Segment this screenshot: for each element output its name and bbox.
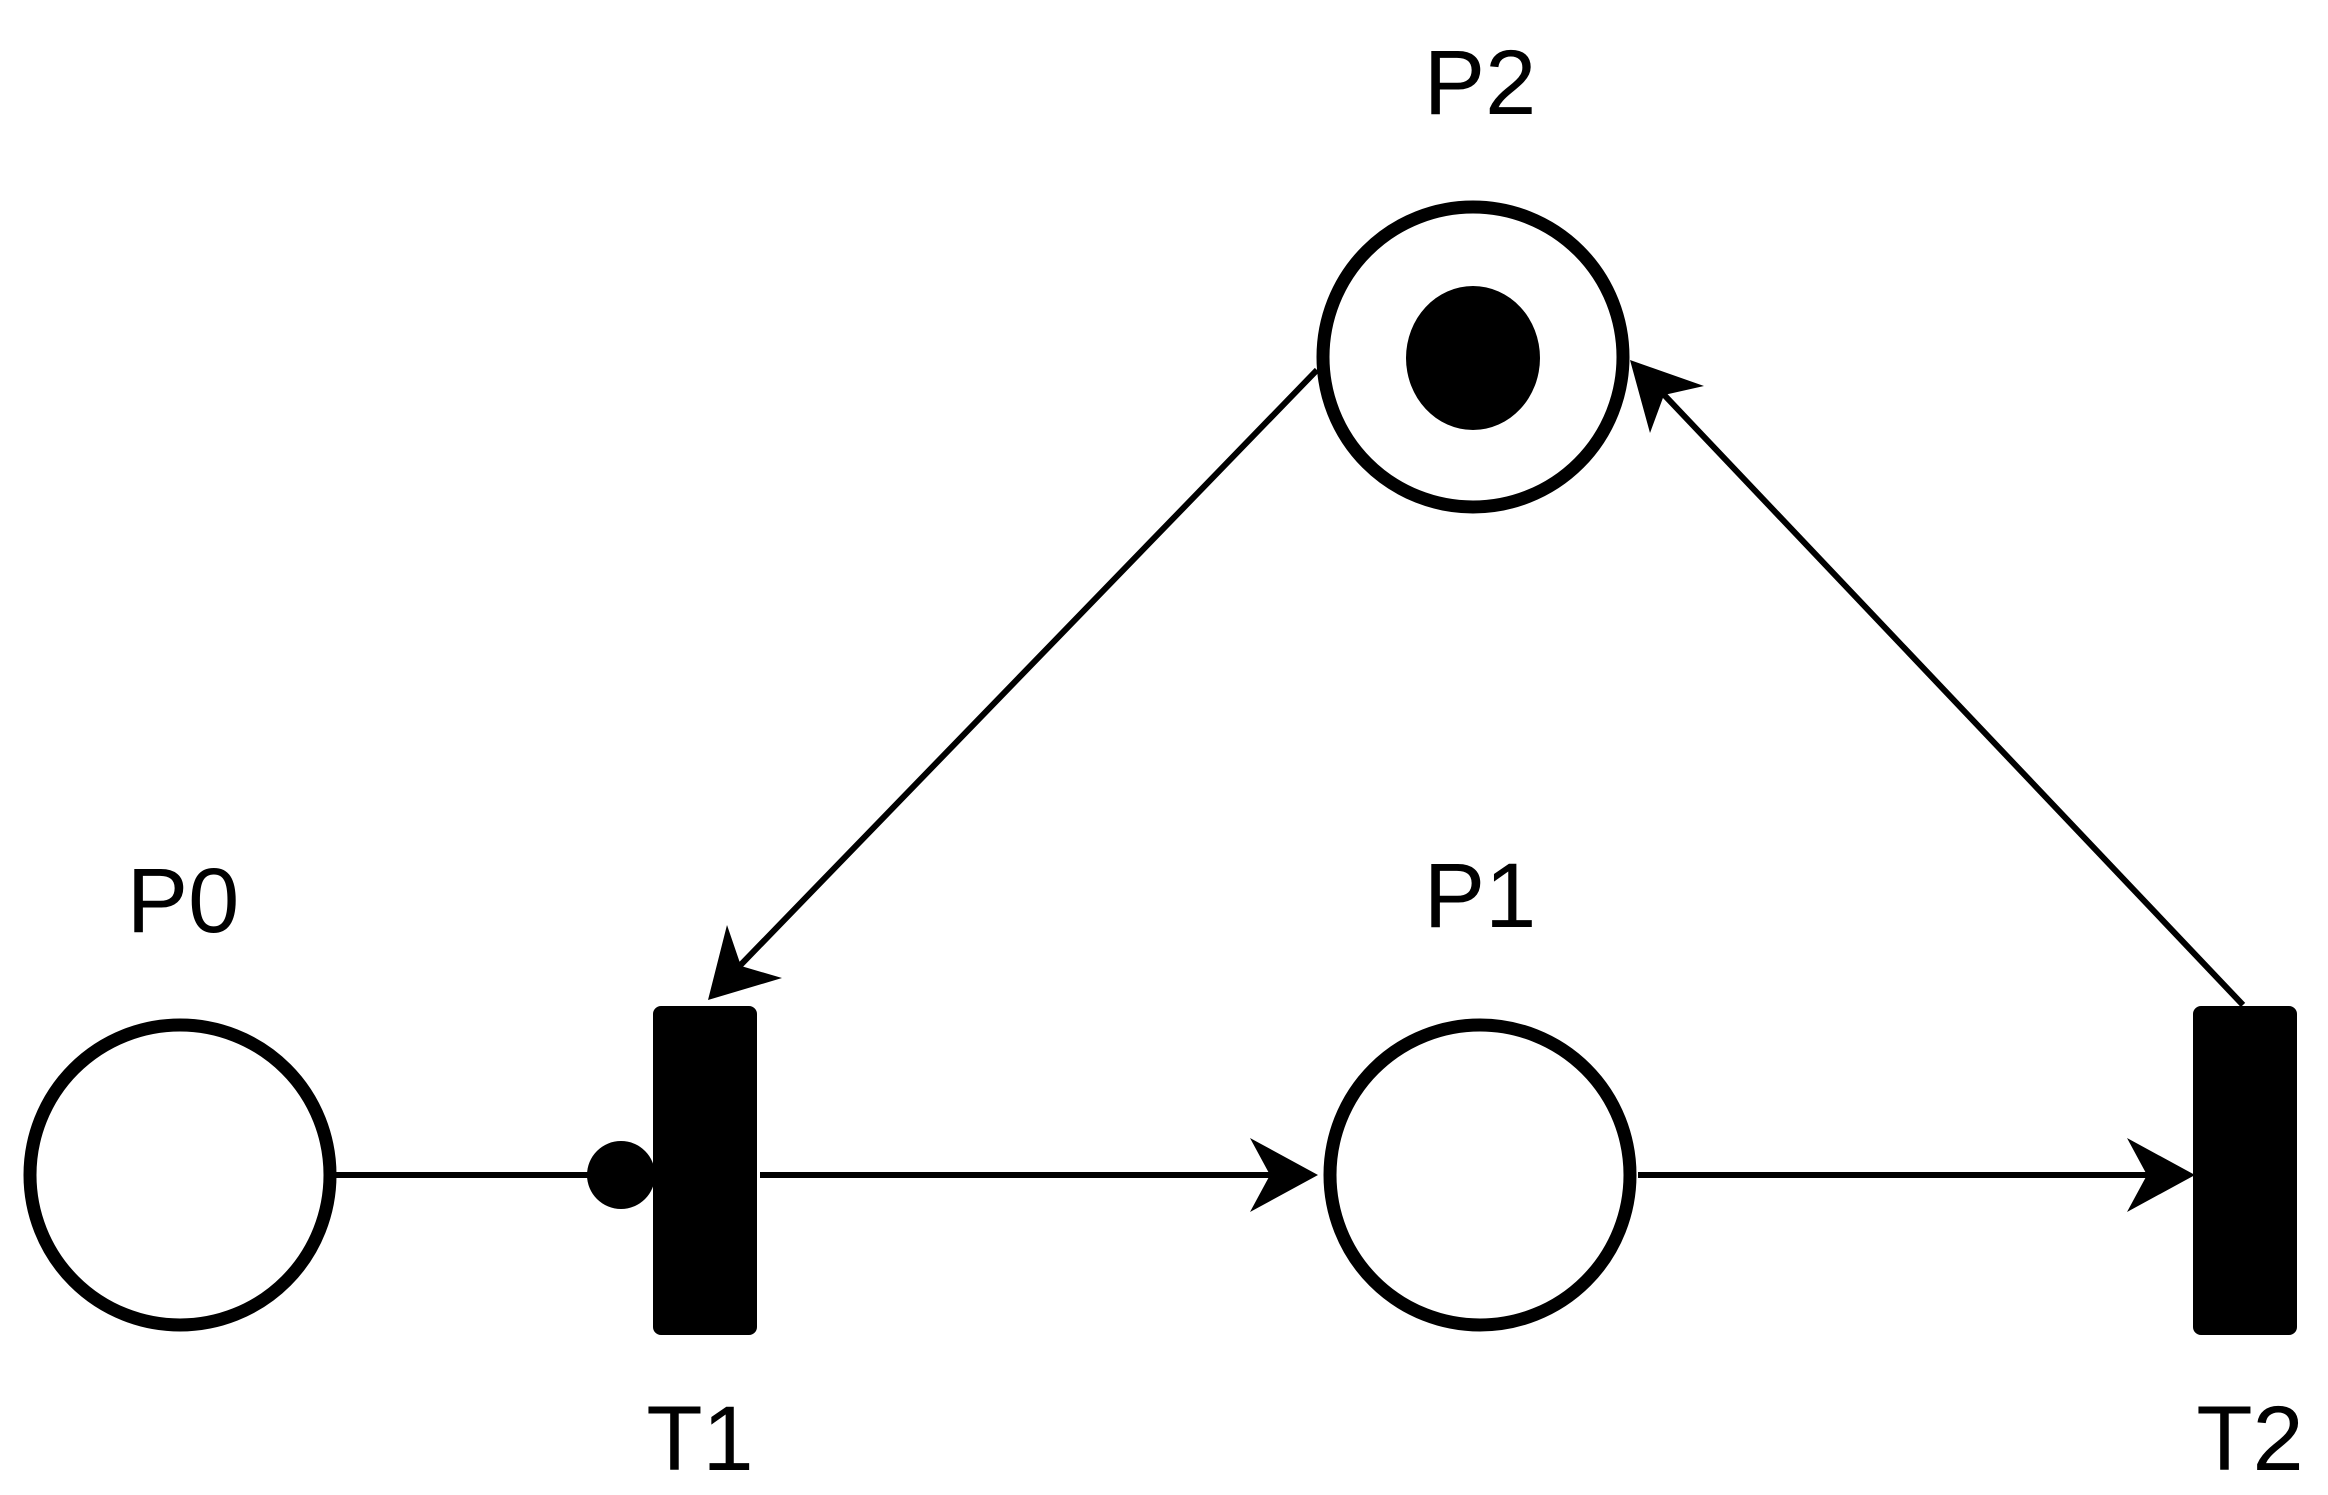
place-p1: [1323, 1018, 1637, 1332]
arc-p2-t1: [725, 367, 1320, 981]
arc-t2-p2: [1647, 377, 2246, 1008]
token-icon: [1406, 286, 1540, 430]
transition-label-t1: T1: [646, 1388, 753, 1490]
place-p0: [23, 1018, 337, 1332]
transition-label-t2: T2: [2196, 1388, 2303, 1490]
arrowhead-icon: [708, 925, 782, 1000]
place-label-p0: P0: [127, 850, 240, 952]
arrowhead-icon: [1630, 360, 1704, 433]
transition-t2: [2193, 1006, 2297, 1335]
place-label-p2: P2: [1424, 32, 1537, 134]
place-label-p1: P1: [1424, 845, 1537, 947]
labels: P0 P1 P2 T1 T2: [127, 32, 2304, 1490]
inhibitor-circle-icon: [587, 1141, 655, 1209]
transitions: [653, 1006, 2297, 1335]
places: [23, 200, 1637, 1332]
arcs: [334, 360, 2246, 1212]
arrowhead-icon: [1250, 1138, 1318, 1212]
transition-t1: [653, 1006, 757, 1335]
arrowhead-icon: [2127, 1138, 2195, 1212]
